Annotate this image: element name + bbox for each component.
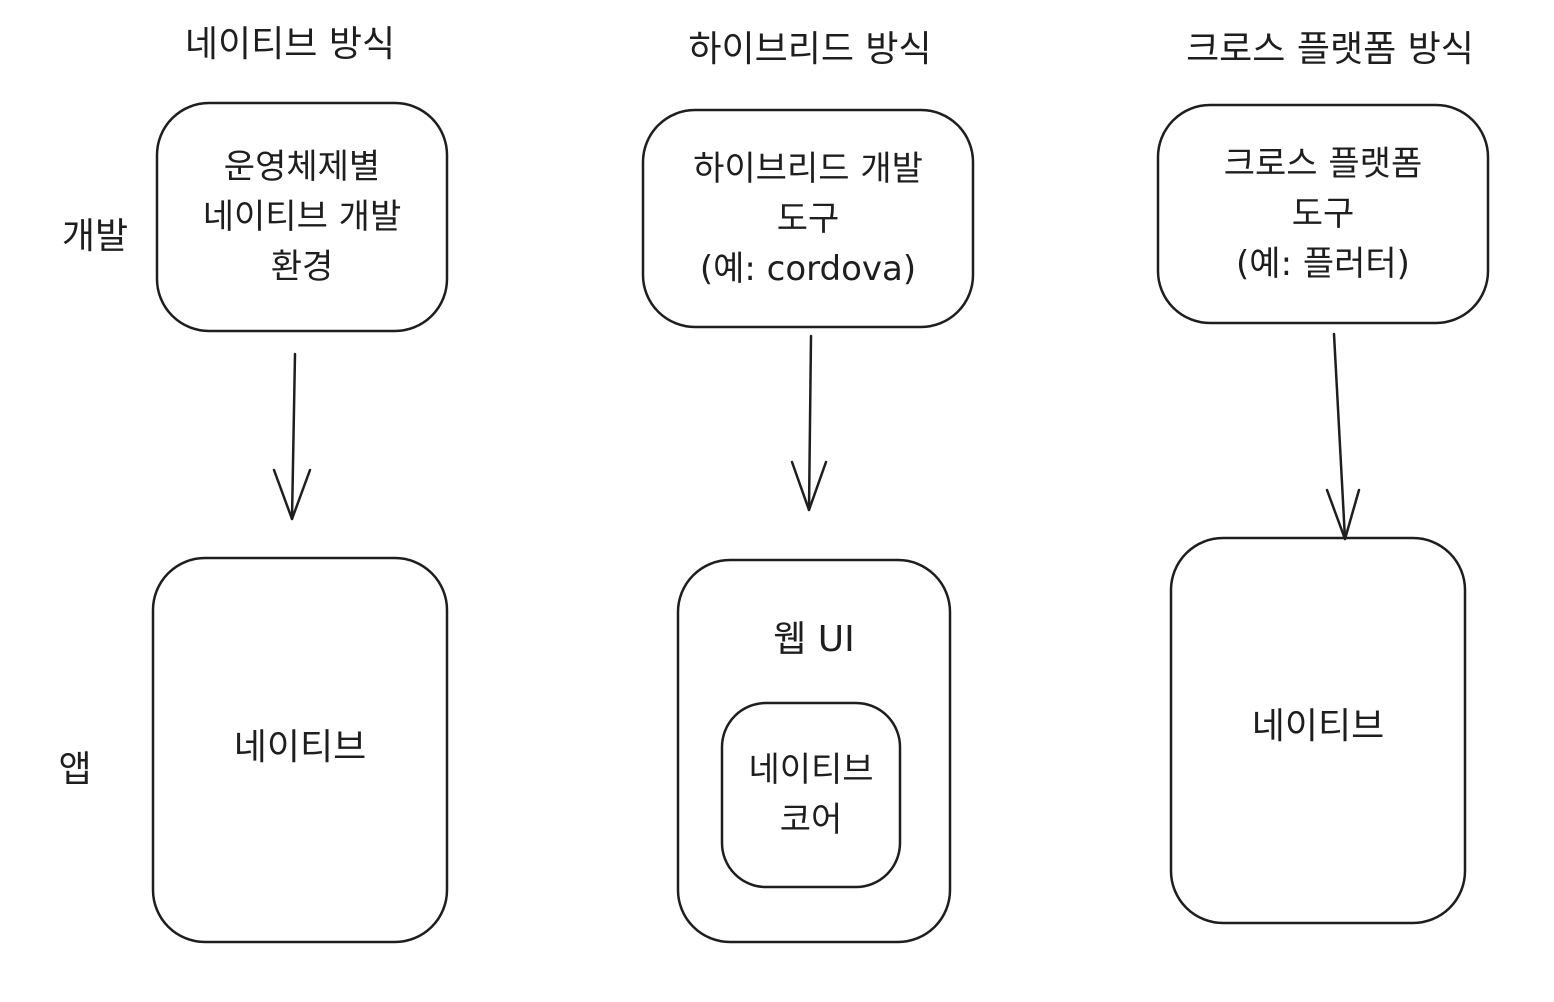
cross-app-box (1169, 536, 1467, 925)
native-arrow (272, 352, 312, 521)
hybrid-inner-line-2: 코어 (779, 800, 843, 840)
hybrid-inner-line-1: 네이티브 (748, 750, 874, 790)
cross-title: 크로스 플랫폼 방식 (1186, 29, 1474, 70)
hybrid-arrow (790, 334, 828, 512)
cross-dev-box (1156, 103, 1490, 325)
hybrid-inner-box-label: 네이티브 코어 (722, 703, 900, 887)
native-dev-box-label: 운영체제별 네이티브 개발 환경 (157, 103, 447, 331)
hybrid-dev-box-label: 하이브리드 개발 도구 (예: cordova) (643, 110, 973, 327)
native-dev-box (155, 101, 449, 333)
hybrid-dev-box (641, 108, 975, 329)
cross-dev-line-2: 도구 (1291, 194, 1355, 234)
hybrid-dev-line-3: (예: cordova) (699, 248, 917, 289)
cross-arrow (1325, 332, 1361, 541)
hybrid-dev-line-1: 하이브리드 개발 (693, 148, 923, 189)
hybrid-title: 하이브리드 방식 (688, 29, 932, 70)
hybrid-inner-box (720, 701, 902, 889)
row-label-dev: 개발 (61, 216, 129, 257)
native-title: 네이티브 방식 (184, 24, 396, 65)
native-app-box (151, 556, 449, 944)
row-label-app: 앱 (58, 749, 92, 790)
cross-dev-line-1: 크로스 플랫폼 (1223, 144, 1423, 184)
cross-dev-box-label: 크로스 플랫폼 도구 (예: 플러터) (1158, 105, 1488, 323)
hybrid-app-box (676, 558, 952, 944)
native-dev-line-2: 네이티브 개발 (202, 197, 402, 237)
hybrid-app-box-label: 웹 UI (773, 619, 855, 660)
native-app-box-label: 네이티브 (233, 727, 367, 768)
cross-app-box-label: 네이티브 (1251, 706, 1385, 747)
native-dev-line-3: 환경 (270, 247, 334, 287)
cross-dev-line-3: (예: 플러터) (1236, 244, 1410, 284)
native-dev-line-1: 운영체제별 (223, 147, 381, 187)
hybrid-dev-line-2: 도구 (776, 198, 840, 239)
